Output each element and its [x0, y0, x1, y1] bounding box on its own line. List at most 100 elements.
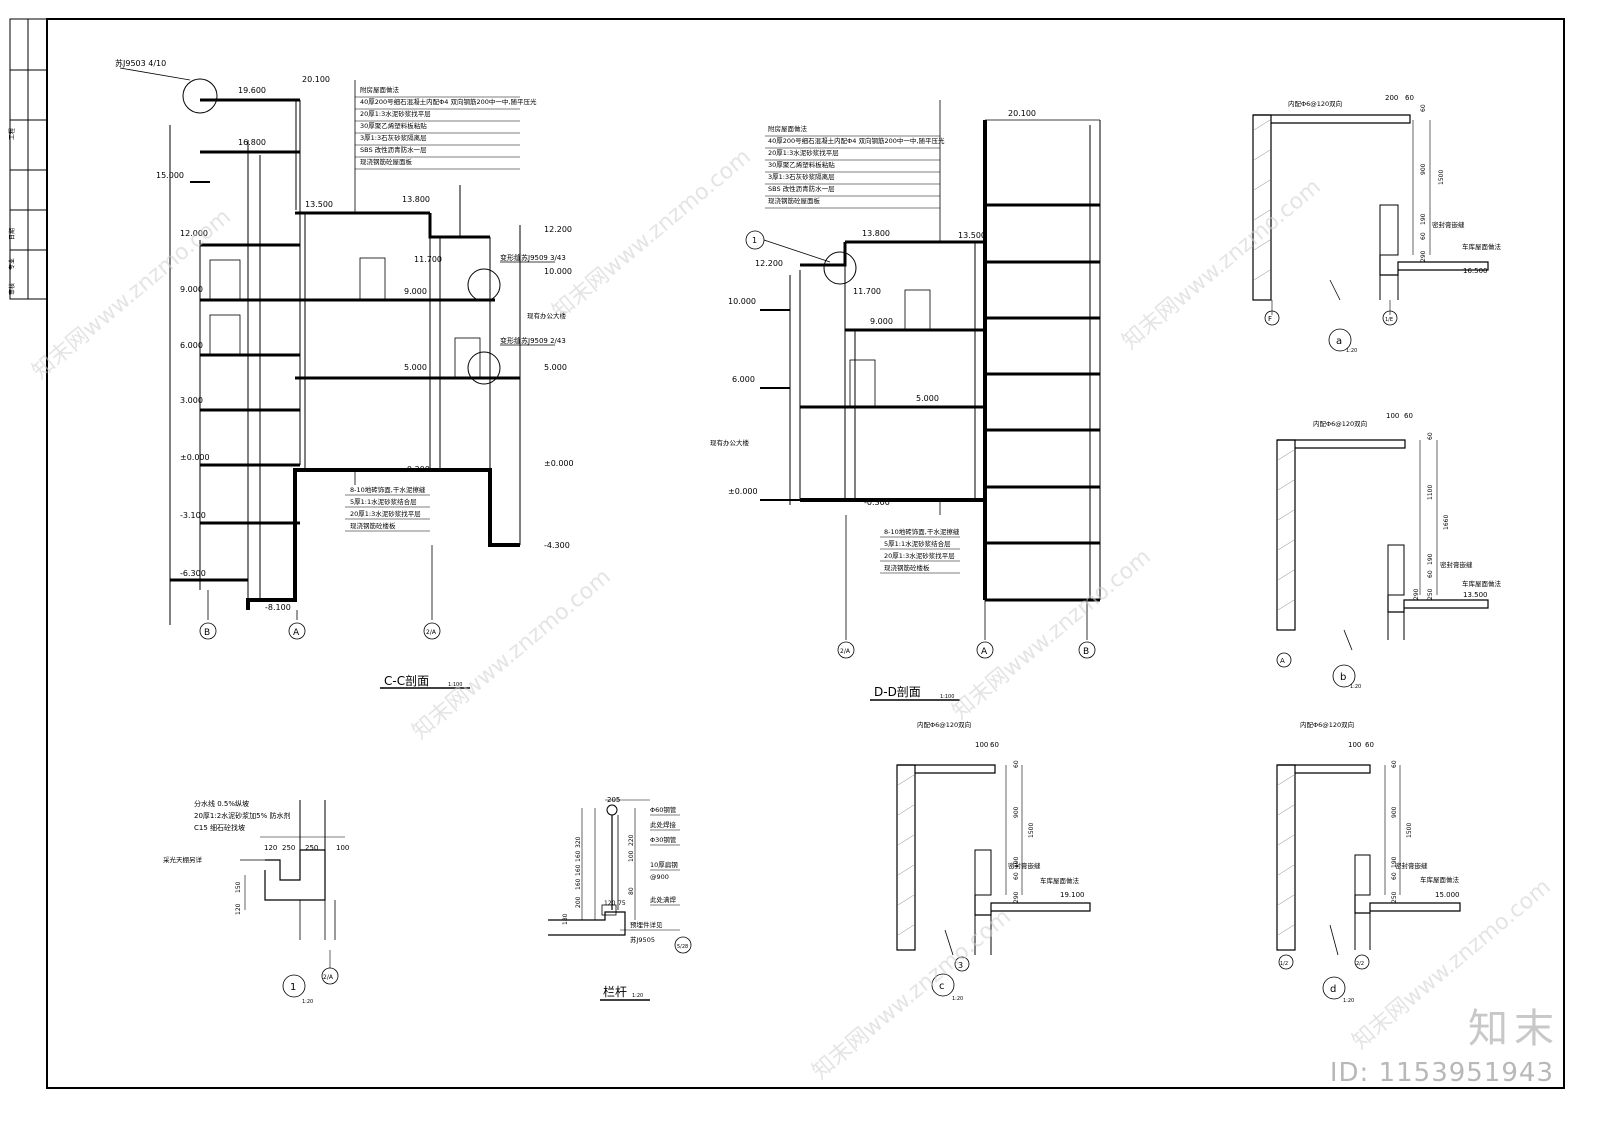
cc-index-ref: 苏J9503 4/10: [115, 58, 166, 68]
a-roof: 车库屋面做法: [1462, 242, 1502, 251]
c-seal: 密封膏嵌缝: [1008, 861, 1041, 870]
rail-dim-9: 120: [604, 900, 616, 907]
cc-elev-13: 13.500: [305, 200, 333, 209]
cc-existing-label: 现有办公大楼: [527, 311, 567, 320]
cc-title: C-C剖面: [384, 674, 429, 688]
watermark-4: 知末网www.znzmo.com: [408, 564, 616, 744]
d-dim-7: 250: [1391, 891, 1398, 903]
dd-scale: 1:100: [940, 694, 954, 700]
cc-roof-note-3: 30厚聚乙烯塑料板粘贴: [360, 121, 427, 130]
cc-roof-note-2: 20厚1:3水泥砂浆找平层: [360, 109, 431, 118]
a-elev: 16.500: [1463, 267, 1488, 275]
c-dim-5: 190: [1013, 856, 1020, 868]
a-axis-1e: 1/E: [1385, 317, 1393, 323]
d1-axis: 2/A: [323, 974, 334, 981]
b-dim-7: 250: [1427, 588, 1434, 600]
cc-elev-4: 12.000: [180, 229, 208, 238]
cc-elev-11: -8.100: [265, 603, 291, 612]
a-top-note: 内配Φ6@120双向: [1288, 99, 1342, 108]
c-top-note: 内配Φ6@120双向: [917, 720, 971, 729]
dd-elev-5: 10.000: [728, 297, 756, 306]
d1-dim-5: 150: [235, 881, 242, 893]
d-dim-4: 1500: [1406, 823, 1413, 838]
c-dim-1: 60: [990, 741, 999, 749]
title-cell-1: 工程: [8, 128, 16, 140]
b-dim-8: 290: [1413, 588, 1420, 600]
detail-c: 内配Φ6@120双向 100 60 60 900 1500 190 60 290…: [896, 720, 1091, 1002]
d1-label: 1: [290, 982, 296, 993]
c-dim-3: 900: [1013, 806, 1020, 818]
rail-dim-3: 100: [628, 850, 635, 862]
dd-elev-0: 20.100: [1008, 109, 1036, 118]
rail-title: 栏杆: [603, 984, 627, 999]
dd-roof-note-1: 40厚200号细石混凝土内配Φ4 双向钢筋200中一中,随平压光: [768, 136, 945, 145]
rail-note-1: 此处焊接: [650, 820, 677, 829]
dd-roof-note-6: 现浇钢筋砼屋面板: [768, 196, 821, 205]
cc-roof-note-5: SBS 改性沥青防水一层: [360, 145, 427, 154]
c-dim-7: 290: [1013, 891, 1020, 903]
cc-floor-note-3: 现浇钢筋砼楼板: [350, 521, 396, 530]
b-dim-3: 1100: [1427, 485, 1434, 500]
d-label: d: [1330, 984, 1336, 995]
d1-dim-3: 100: [336, 844, 349, 852]
cc-elev-21: ±0.000: [544, 459, 574, 468]
b-elev: 13.500: [1463, 591, 1488, 599]
section-dd: 附房屋面做法 40厚200号细石混凝土内配Φ4 双向钢筋200中一中,随平压光 …: [710, 100, 1101, 701]
cc-floor-note-1: 5厚1:1水泥砂浆结合层: [350, 497, 417, 506]
a-dim-3: 900: [1420, 163, 1427, 175]
dd-floor-note-3: 现浇钢筋砼楼板: [884, 563, 930, 572]
cc-elev-1: 19.600: [238, 86, 266, 95]
rail-dim-5: 160: [575, 864, 582, 876]
a-dim-4: 1500: [1438, 170, 1445, 185]
a-dim-6: 60: [1420, 232, 1427, 240]
b-top-note: 内配Φ6@120双向: [1313, 419, 1367, 428]
a-axis-f: F: [1268, 315, 1272, 323]
dd-roof-note-3: 30厚聚乙烯塑料板粘贴: [768, 160, 835, 169]
cc-elev-14: 12.200: [544, 225, 572, 234]
c-dim-2: 60: [1013, 760, 1020, 768]
dd-elev-2: 13.500: [958, 231, 986, 240]
dd-elev-6: 9.000: [870, 317, 893, 326]
title-cell-4: 审核: [8, 283, 16, 295]
rail-dim-4: 160: [575, 850, 582, 862]
rail-dim-2: 220: [628, 834, 635, 846]
d1-note-0: 分水线 0.5%纵坡: [194, 799, 249, 808]
cc-elev-0: 20.100: [302, 75, 330, 84]
c-dim-0: 100: [975, 741, 988, 749]
dd-elev-10: -0.300: [864, 498, 890, 507]
d1-note-2: C15 细石砼找坡: [194, 823, 245, 832]
cc-elev-17: 9.000: [404, 287, 427, 296]
dd-elev-7: 6.000: [732, 375, 755, 384]
dd-floor-note-2: 20厚1:3水泥砂浆找平层: [884, 551, 955, 560]
d-roof: 车库屋面做法: [1420, 875, 1460, 884]
rail-note-7: 苏J9505: [630, 935, 655, 944]
cc-elev-7: 3.000: [180, 396, 203, 405]
title-cell-3: 专业: [8, 258, 16, 270]
dd-elev-1: 13.800: [862, 229, 890, 238]
a-label: a: [1336, 336, 1342, 347]
cc-elev-19: 5.000: [544, 363, 567, 372]
dd-roof-note-5: SBS 改性沥青防水一层: [768, 184, 835, 193]
cc-floor-note-2: 20厚1:3水泥砂浆找平层: [350, 509, 421, 518]
c-dim-6: 60: [1013, 872, 1020, 880]
rail-note-0: Φ60钢管: [650, 805, 677, 814]
dd-title: D-D剖面: [874, 685, 921, 699]
cc-elev-10: -6.300: [180, 569, 206, 578]
d1-dim-0: 120: [264, 844, 277, 852]
cc-axis-a: A: [293, 628, 300, 638]
d-dim-6: 60: [1391, 872, 1398, 880]
d-seal: 密封膏嵌缝: [1395, 861, 1428, 870]
d1-scale: 1:20: [302, 999, 313, 1005]
c-roof: 车库屋面做法: [1040, 876, 1080, 885]
b-dim-4: 1660: [1443, 515, 1450, 530]
cc-roof-note-1: 40厚200号细石混凝土内配Φ4 双向钢筋200中一中,随平压光: [360, 97, 537, 106]
sheet-border: [46, 18, 1565, 1089]
d-elev: 15.000: [1435, 891, 1460, 899]
cc-axis-2a: 2/A: [426, 629, 437, 636]
b-dim-0: 100: [1386, 412, 1399, 420]
watermark-3: 知末网www.znzmo.com: [1118, 174, 1326, 354]
rail-note-2: Φ30钢管: [650, 835, 677, 844]
d-dim-5: 190: [1391, 856, 1398, 868]
cc-elev-16: 10.000: [544, 267, 572, 276]
c-scale: 1:20: [952, 996, 963, 1002]
